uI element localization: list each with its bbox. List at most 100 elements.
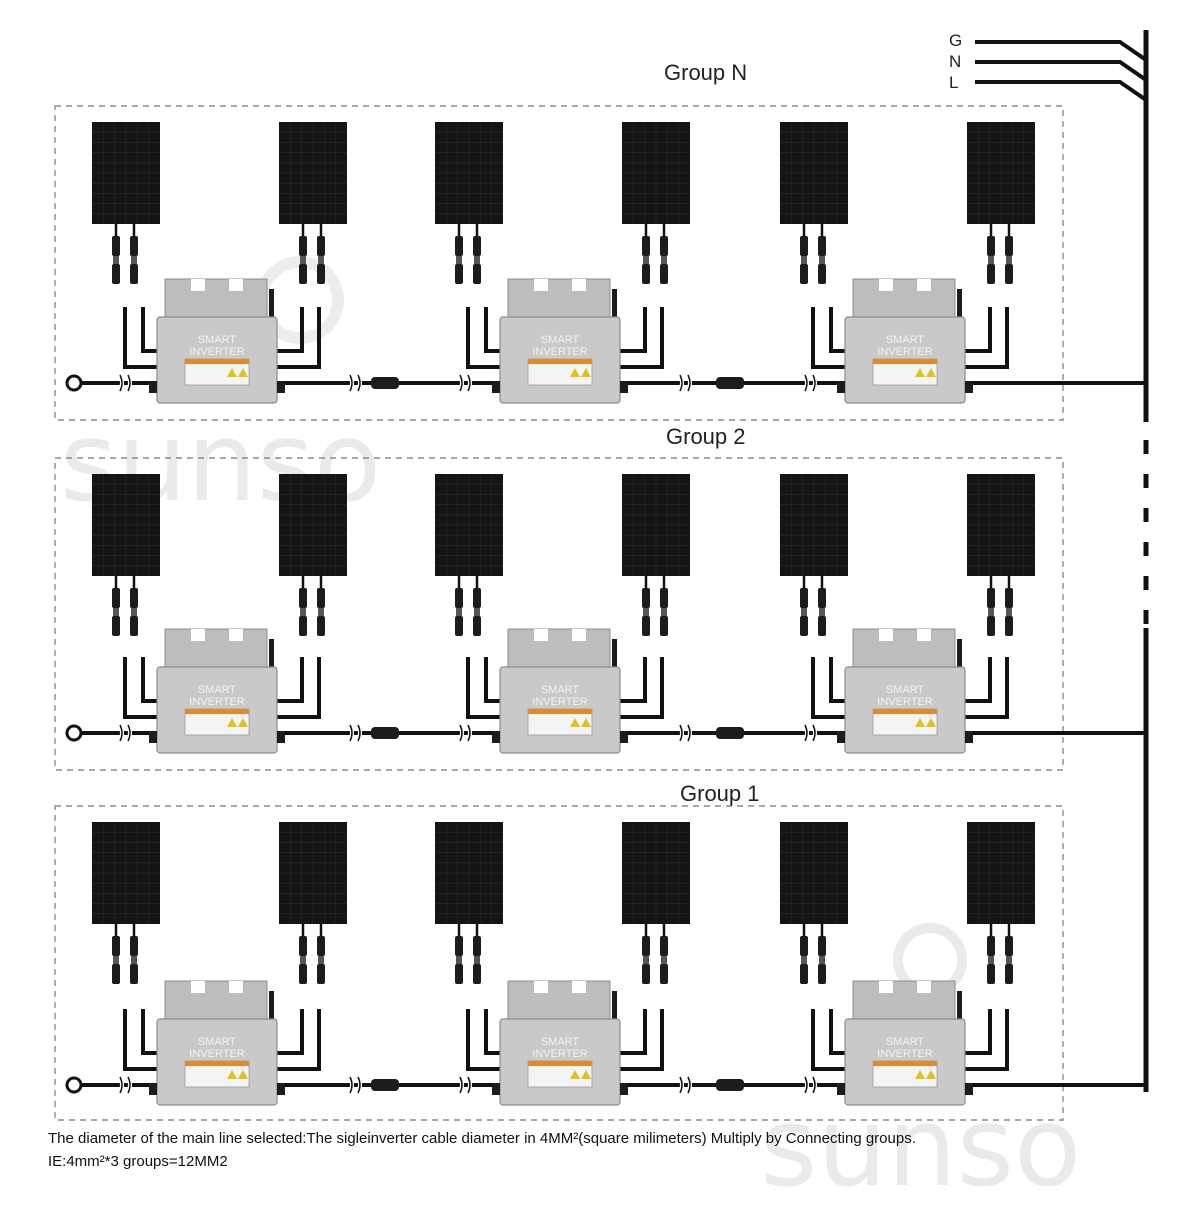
inverter-2-3-antenna-icon (957, 639, 962, 669)
inverter-1-3-label-smart: SMART (886, 334, 925, 346)
inverter-1-1-bracket-slot-2 (229, 279, 243, 291)
panel-2-4-connector-a-plug (642, 616, 650, 636)
panel-2-1-connector-b-body (130, 588, 138, 608)
panel-2-5-connector-a-plug (800, 616, 808, 636)
panel-2-6-connector-a-body (987, 588, 995, 608)
inverter-3-1-warning-icon (227, 1070, 237, 1079)
panel-2-2-connector-a-body (299, 588, 307, 608)
panel-3-6-connector-a-ring (988, 956, 994, 964)
panel-1-5-connector-b-body (818, 236, 826, 256)
inverter-3-3-warning-strip (873, 1061, 937, 1066)
panel-2-6-connector-a-ring (988, 608, 994, 616)
inverter-2-3-bracket-slot-2 (917, 629, 931, 641)
panel-1-2-connector-a-ring (300, 256, 306, 264)
inverter-3-1-ac-port-left (149, 1083, 157, 1095)
panel-2-5-connector-b-plug (818, 616, 826, 636)
panel-1-1-connector-a-plug (112, 264, 120, 284)
panel-1-5-connector-b-ring (819, 256, 825, 264)
inverter-3-3-warning-icon-2 (926, 1070, 936, 1079)
inverter-3-3-cable-right-2 (963, 1009, 992, 1055)
inverter-1-1-warning-icon (227, 368, 237, 377)
bus-wire-n (975, 60, 1148, 82)
inverter-3-3-cable-right-1 (963, 1009, 1009, 1071)
inverter-1-1-ac-port-right (277, 381, 285, 393)
group-title-n: Group N (664, 60, 748, 85)
panel-1-2-connector-b-ring (318, 256, 324, 264)
inverter-1-3-bracket (852, 278, 956, 318)
inverter-3-1-label-inverter: INVERTER (189, 1048, 244, 1060)
panel-2-3-connector-b-plug (473, 616, 481, 636)
panel-1-4-connector-a-body (642, 236, 650, 256)
caption-line-1: The diameter of the main line selected:T… (48, 1130, 916, 1147)
inverter-2-2-bracket (507, 628, 611, 668)
inverter-1-3-cable-right-2 (963, 307, 992, 353)
inverter-1-1-bracket-slot-1 (191, 279, 205, 291)
panel-2-6 (967, 474, 1035, 636)
panel-2-2-connector-b-plug (317, 616, 325, 636)
panel-1-6-connector-b-ring (1006, 256, 1012, 264)
inverter-3-3-ac-port-right (965, 1083, 973, 1095)
inverter-2-2-bracket-slot-2 (572, 629, 586, 641)
panel-1-1-connector-a-ring (113, 256, 119, 264)
inverter-2-2-bracket-slot-1 (534, 629, 548, 641)
panel-1-5-connector-a-ring (801, 256, 807, 264)
panel-2-3 (435, 474, 503, 636)
inverter-1-2-cable-right-2 (618, 307, 647, 353)
panel-1-3 (435, 122, 503, 284)
panel-1-2-connector-b-body (317, 236, 325, 256)
panel-3-3-connector-b-body (473, 936, 481, 956)
group-title-1: Group 1 (680, 781, 760, 806)
inverter-3-2-warning-strip (528, 1061, 592, 1066)
panel-3-2-connector-a-plug (299, 964, 307, 984)
panel-3-4-connector-a-body (642, 936, 650, 956)
inverter-3-3-bracket (852, 980, 956, 1020)
panel-3-3-connector-a-ring (456, 956, 462, 964)
panel-2-4-connector-b-ring (661, 608, 667, 616)
panel-3-5-connector-a-ring (801, 956, 807, 964)
panel-3-2-connector-a-ring (300, 956, 306, 964)
inverter-2-1-cable-left-1 (123, 657, 157, 719)
inverter-1-2-ac-port-left (492, 381, 500, 393)
panel-2-2-connector-a-plug (299, 616, 307, 636)
inverter-2-1-cable-right-1 (275, 657, 321, 719)
panel-2-6-connector-b-plug (1005, 616, 1013, 636)
inverter-3-3-label-inverter: INVERTER (877, 1048, 932, 1060)
inverter-2-2-antenna-icon (612, 639, 617, 669)
bus-wire-l (975, 80, 1148, 102)
cable-break-outline (119, 1076, 131, 1094)
inverter-2-1-antenna-icon (269, 639, 274, 669)
inverter-2-3-ac-port-right (965, 731, 973, 743)
inverter-1-1-cable-right-1 (275, 307, 321, 369)
panel-3-3-connector-b-plug (473, 964, 481, 984)
caption-line-2: IE:4mm²*3 groups=12MM2 (48, 1153, 228, 1170)
inverter-3-3-label-smart: SMART (886, 1036, 925, 1048)
panel-1-4-connector-b-plug (660, 264, 668, 284)
panel-1-3-connector-b-body (473, 236, 481, 256)
panel-2-4-connector-b-plug (660, 616, 668, 636)
inverter-1-1-cable-right-2 (275, 307, 304, 353)
inverter-2-1-warning-icon-2 (238, 718, 248, 727)
panel-1-4-connector-b-body (660, 236, 668, 256)
inverter-1-2-bracket-slot-1 (534, 279, 548, 291)
inverter-3-1-cable-right-2 (275, 1009, 304, 1055)
panel-3-4-connector-b-plug (660, 964, 668, 984)
panel-2-1 (92, 474, 160, 636)
panel-2-3-connector-a-ring (456, 608, 462, 616)
panel-3-6-connector-a-plug (987, 964, 995, 984)
cable-break-outline (804, 374, 816, 392)
inverter-2-2-label-inverter: INVERTER (532, 696, 587, 708)
panel-1-2-connector-b-plug (317, 264, 325, 284)
panel-1-6-connector-a-plug (987, 264, 995, 284)
panel-1-1 (92, 122, 160, 284)
cable-break-outline (459, 1076, 471, 1094)
inverter-2-3-ac-port-left (837, 731, 845, 743)
cable-break-outline (349, 1076, 361, 1094)
panel-1-1-connector-a-body (112, 236, 120, 256)
panel-2-1-connector-a-body (112, 588, 120, 608)
bus-label-g: G (949, 31, 963, 50)
inverter-1-1-label-inverter: INVERTER (189, 346, 244, 358)
